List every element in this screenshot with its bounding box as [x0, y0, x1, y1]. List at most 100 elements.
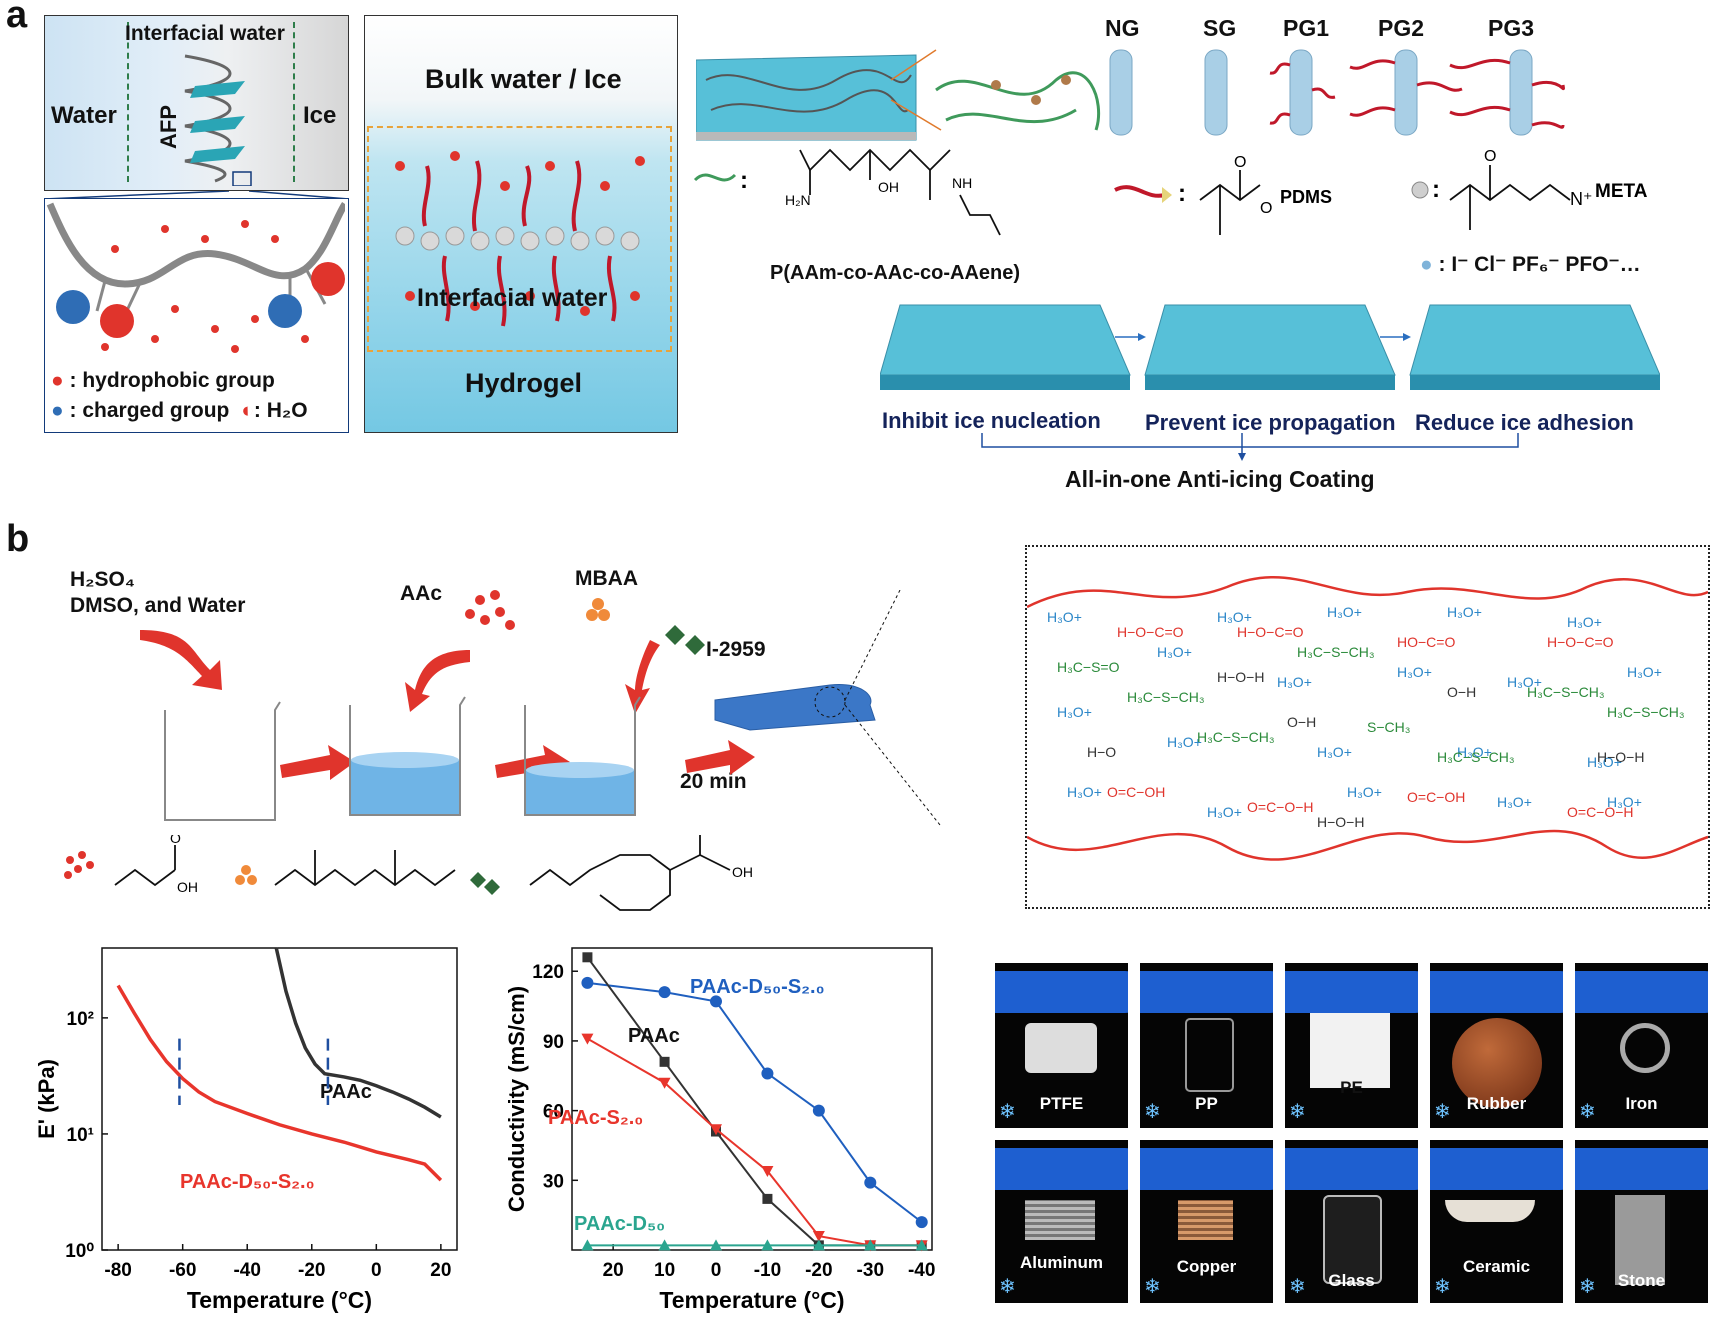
coating-label-sg: SG — [1203, 15, 1237, 41]
snowflake-icon: ❄ — [1289, 1276, 1306, 1298]
step-prevent-propagation: Prevent ice propagation — [1145, 410, 1396, 435]
red-dot-icon: ● — [51, 369, 64, 392]
data-point — [812, 1231, 825, 1243]
caption-stone: Stone — [1617, 1271, 1666, 1290]
meta-carbonyl-o: O — [1484, 148, 1496, 165]
snowflake-icon: ❄ — [1144, 1101, 1161, 1123]
data-point — [659, 1056, 670, 1067]
svg-text:H₃O+: H₃O+ — [1507, 674, 1542, 690]
reagent-solvents: DMSO, and Water — [70, 594, 246, 617]
x-tick-label: 20 — [430, 1260, 451, 1281]
svg-text:H₃O+: H₃O+ — [1217, 609, 1252, 625]
aac-carbonyl-o: O — [170, 835, 181, 846]
coating-label-pg3: PG3 — [1488, 15, 1535, 41]
afp-interface-box: Interfacial water Water Ice AFP — [44, 15, 349, 191]
legend-charged: ● : charged group ◐: H₂O — [51, 399, 308, 422]
series-label: PAAc-S₂.₀ — [548, 1107, 643, 1129]
plot-frame — [101, 947, 458, 1251]
afp-backbone-diagram — [46, 202, 345, 353]
snowflake-icon: ❄ — [999, 1101, 1016, 1123]
photo-rubber: Rubber ❄ — [1430, 963, 1563, 1128]
svg-text:O=C−O−H: O=C−O−H — [1247, 799, 1314, 815]
svg-text:O=C−OH: O=C−OH — [1107, 784, 1165, 800]
series-label: PAAc-D₅₀-S₂.₀ — [690, 976, 825, 998]
data-point — [581, 1239, 594, 1251]
photo-ptfe: PTFE ❄ — [995, 963, 1128, 1128]
data-point — [581, 1033, 594, 1045]
step-reduce-adhesion: Reduce ice adhesion — [1415, 410, 1634, 435]
caption-glass: Glass — [1328, 1271, 1375, 1290]
sample-copper — [1178, 1200, 1233, 1240]
series-line — [274, 947, 442, 1119]
snowflake-icon: ❄ — [1434, 1276, 1451, 1298]
series-label: PAAc-D₅₀-S₂.₀ — [180, 1171, 315, 1193]
sample-glass — [1323, 1195, 1382, 1284]
legend-charged-label: charged group — [82, 399, 230, 422]
x-axis-label: Temperature (°C) — [659, 1287, 844, 1313]
coating-slab-illustration — [696, 49, 1101, 141]
photo-iron: Iron ❄ — [1575, 963, 1708, 1128]
data-point — [864, 1239, 877, 1251]
svg-text:H₃O+: H₃O+ — [1607, 794, 1642, 810]
colon-1: : — [740, 167, 748, 194]
caption-iron: Iron — [1625, 1094, 1658, 1113]
steps-bracket — [981, 433, 1519, 461]
data-point — [761, 1239, 774, 1251]
photo-glass: Glass ❄ — [1285, 1140, 1418, 1303]
photo-ceramic: Ceramic ❄ — [1430, 1140, 1563, 1303]
snowflake-icon: ❄ — [1434, 1101, 1451, 1123]
ester-o: O — [1260, 200, 1272, 217]
chem-nh: NH — [952, 175, 972, 191]
sample-aluminum — [1025, 1200, 1095, 1240]
colon-3: : — [1432, 176, 1440, 203]
snowflake-icon: ❄ — [999, 1276, 1016, 1298]
svg-text:H₃O+: H₃O+ — [1567, 614, 1602, 630]
coating-label-pg2: PG2 — [1378, 15, 1425, 41]
sample-rubber — [1452, 1018, 1542, 1108]
meta-label: META — [1595, 181, 1648, 202]
carbonyl-o: O — [1234, 155, 1246, 171]
panel-a-letter: a — [6, 0, 28, 36]
legend-hydrophobic-label: hydrophobic group — [82, 369, 275, 392]
photo-pp: PP ❄ — [1140, 963, 1273, 1128]
reagent-aac: AAc — [400, 582, 443, 605]
afp-zoom-box: ● : hydrophobic group ● : charged group … — [44, 198, 349, 433]
polymer-name: P(AAm-co-AAc-co-AAene) — [770, 262, 1021, 284]
blue-finger — [1430, 971, 1563, 1013]
x-tick-label: -40 — [908, 1260, 935, 1281]
blue-finger — [995, 971, 1128, 1013]
svg-text:H₃O+: H₃O+ — [1587, 754, 1622, 770]
y-tick-label: 60 — [543, 1102, 564, 1123]
series-label: PAAc — [320, 1081, 372, 1103]
caption-copper: Copper — [1176, 1257, 1237, 1276]
sample-stone — [1615, 1195, 1665, 1285]
reagent-structures: O OH OH — [64, 835, 753, 911]
data-point — [710, 1124, 722, 1136]
svg-text:H−O−H: H−O−H — [1597, 749, 1644, 765]
series-line — [586, 956, 922, 1247]
water-label: Water — [51, 102, 117, 129]
colon-2: : — [1178, 180, 1186, 207]
data-point — [762, 1193, 773, 1204]
caption-ceramic: Ceramic — [1462, 1257, 1531, 1276]
svg-text:H₃O+: H₃O+ — [1167, 734, 1202, 750]
blue-dot-icon: ● — [51, 399, 64, 422]
counterion-icon: ● — [1420, 253, 1433, 276]
svg-text:H₃O+: H₃O+ — [1067, 784, 1102, 800]
data-point — [864, 1176, 877, 1189]
y-tick-label: 10² — [67, 1009, 94, 1030]
blue-finger — [1140, 1148, 1273, 1190]
y-tick-label: 10⁰ — [65, 1241, 94, 1262]
sample-ceramic — [1445, 1200, 1535, 1222]
x-tick-label: -10 — [754, 1260, 781, 1281]
legend-water-label: H₂O — [266, 399, 308, 422]
svg-text:HO−C=O: HO−C=O — [1397, 634, 1455, 650]
data-point — [581, 976, 594, 989]
blue-finger — [1575, 1148, 1708, 1190]
svg-text:O−H: O−H — [1287, 714, 1316, 730]
polymer-structure: : H₂N OH NH — [693, 148, 1001, 236]
blue-finger — [1575, 971, 1708, 1013]
svg-text:H₃O+: H₃O+ — [1317, 744, 1352, 760]
data-point — [658, 986, 671, 999]
